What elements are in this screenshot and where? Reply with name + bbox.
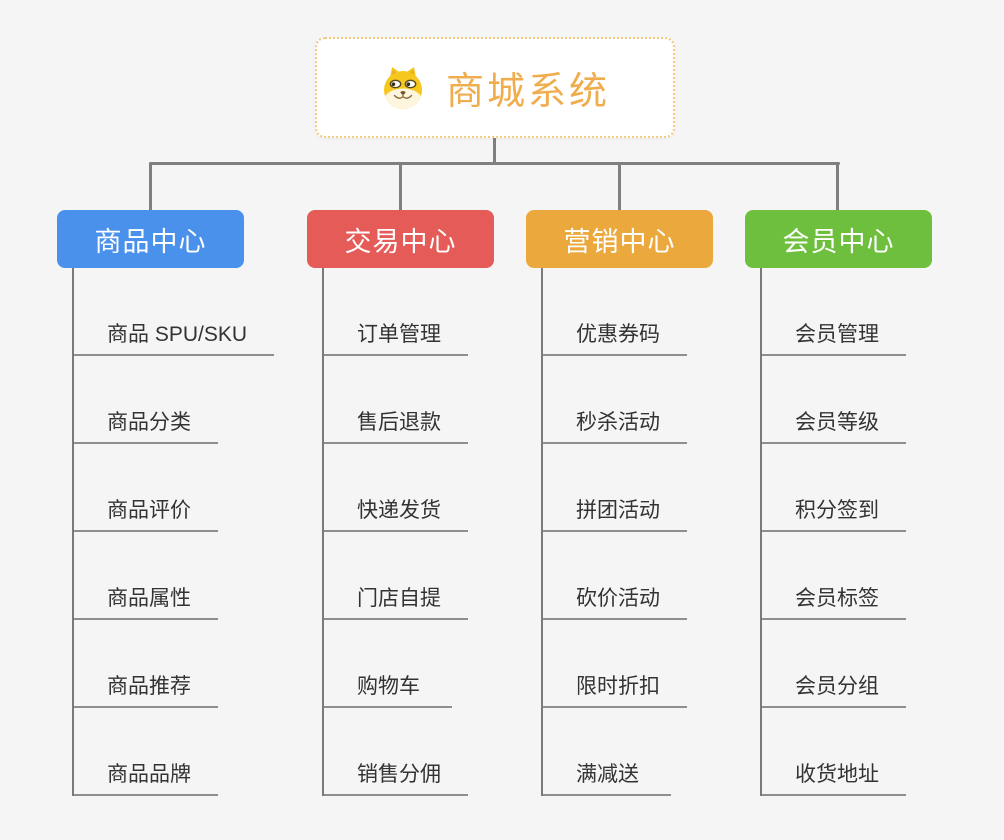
branch-node-member-center[interactable]: 会员中心 [745,210,932,268]
child-label: 销售分佣 [357,762,441,786]
child-label: 商品分类 [107,410,191,434]
branch-product-center: 商品中心 商品 SPU/SKU 商品分类 商品评价 商品属性 商品推荐 商品品牌 [57,210,292,796]
child-label: 砍价活动 [576,586,660,610]
child-node[interactable]: 商品评价 [74,444,218,532]
child-node[interactable]: 满减送 [543,708,671,796]
child-node[interactable]: 销售分佣 [324,708,468,796]
child-label: 快递发货 [357,498,441,522]
branch-children: 订单管理 售后退款 快递发货 门店自提 购物车 销售分佣 [322,268,468,796]
child-label: 优惠券码 [576,322,660,346]
child-label: 门店自提 [357,586,441,610]
child-node[interactable]: 商品属性 [74,532,218,620]
child-label: 商品属性 [107,586,191,610]
root-title: 商城系统 [445,71,610,113]
child-node[interactable]: 售后退款 [324,356,468,444]
branch-children: 会员管理 会员等级 积分签到 会员标签 会员分组 收货地址 [760,268,906,796]
child-label: 购物车 [357,674,420,698]
child-label: 积分签到 [795,498,879,522]
child-node[interactable]: 优惠券码 [543,268,687,356]
child-label: 会员标签 [795,586,879,610]
branch-marketing-center: 营销中心 优惠券码 秒杀活动 拼团活动 砍价活动 限时折扣 满减送 [526,210,761,796]
root-node[interactable]: 商城系统 [315,37,675,138]
child-node[interactable]: 商品分类 [74,356,218,444]
branch-trade-center: 交易中心 订单管理 售后退款 快递发货 门店自提 购物车 销售分佣 [307,210,542,796]
child-node[interactable]: 会员分组 [762,620,906,708]
child-label: 满减送 [576,762,639,786]
child-node[interactable]: 会员管理 [762,268,906,356]
branch-node-trade-center[interactable]: 交易中心 [307,210,494,268]
child-label: 会员管理 [795,322,879,346]
child-label: 售后退款 [357,410,441,434]
child-node[interactable]: 秒杀活动 [543,356,687,444]
child-node[interactable]: 会员等级 [762,356,906,444]
child-label: 会员分组 [795,674,879,698]
child-label: 订单管理 [357,322,441,346]
child-node[interactable]: 收货地址 [762,708,906,796]
child-node[interactable]: 拼团活动 [543,444,687,532]
child-node[interactable]: 快递发货 [324,444,468,532]
connector-drop-trade [399,163,402,210]
child-node[interactable]: 商品 SPU/SKU [74,268,275,356]
child-label: 秒杀活动 [576,410,660,434]
child-label: 商品评价 [107,498,191,522]
branch-children: 优惠券码 秒杀活动 拼团活动 砍价活动 限时折扣 满减送 [541,268,687,796]
child-node[interactable]: 订单管理 [324,268,468,356]
connector-drop-member [836,163,839,210]
connector-drop-product [149,163,152,210]
child-node[interactable]: 会员标签 [762,532,906,620]
child-label: 商品推荐 [107,674,191,698]
connector-drop-marketing [618,163,621,210]
connector-rail [149,162,840,165]
child-label: 会员等级 [795,410,879,434]
child-label: 拼团活动 [576,498,660,522]
child-node[interactable]: 商品品牌 [74,708,218,796]
child-node[interactable]: 积分签到 [762,444,906,532]
branch-node-marketing-center[interactable]: 营销中心 [526,210,713,268]
connector-stem [493,138,496,164]
child-node[interactable]: 门店自提 [324,532,468,620]
child-label: 收货地址 [795,762,879,786]
child-label: 限时折扣 [576,674,660,698]
child-label: 商品品牌 [107,762,191,786]
child-node[interactable]: 限时折扣 [543,620,687,708]
child-node[interactable]: 购物车 [324,620,452,708]
branch-children: 商品 SPU/SKU 商品分类 商品评价 商品属性 商品推荐 商品品牌 [72,268,275,796]
child-node[interactable]: 商品推荐 [74,620,218,708]
branch-member-center: 会员中心 会员管理 会员等级 积分签到 会员标签 会员分组 收货地址 [745,210,980,796]
child-node[interactable]: 砍价活动 [543,532,687,620]
branch-node-product-center[interactable]: 商品中心 [57,210,244,268]
child-label: 商品 SPU/SKU [107,322,248,346]
doge-icon [383,66,422,109]
